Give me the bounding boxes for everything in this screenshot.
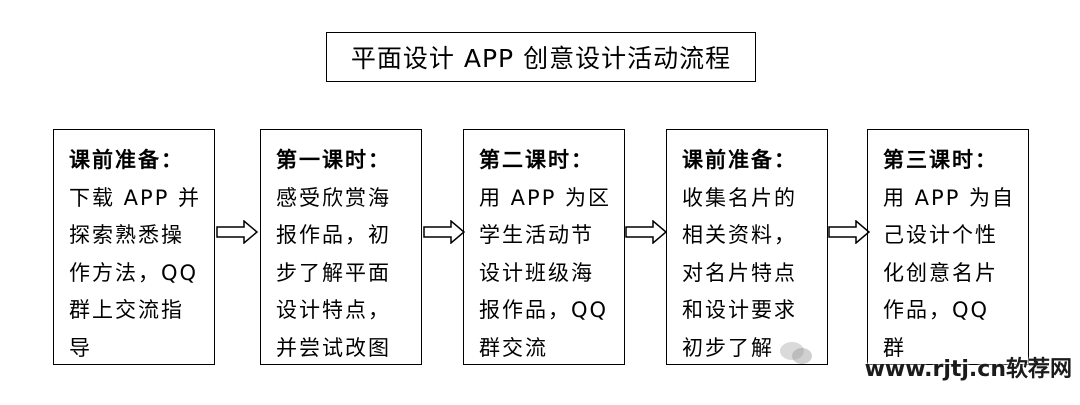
arrow-1-icon (216, 220, 258, 244)
step-2-body: 感受欣赏海 报作品，初 步了解平面 设计特点， 并尝试改图 (276, 185, 391, 360)
arrow-4-icon (828, 220, 870, 244)
step-4-box: 课前准备： 收集名片的 相关资料， 对名片特点 和设计要求 初步了解 (666, 129, 828, 365)
step-5-heading: 第三课时： (883, 148, 998, 172)
arrow-3-icon (625, 220, 667, 244)
step-5-box: 第三课时： 用 APP 为自 己设计个性 化创意名片 作品，QQ 群 交流 (867, 129, 1029, 365)
step-3-heading: 第二课时： (479, 148, 594, 172)
step-2-heading: 第一课时： (276, 148, 391, 172)
step-1-box: 课前准备： 下载 APP 并 探索熟悉操 作方法，QQ 群上交流指 导 (53, 129, 215, 365)
watermark-text: www.rjtj.cn软荐网 (864, 357, 1072, 382)
arrow-2-icon (423, 220, 465, 244)
step-2-box: 第一课时： 感受欣赏海 报作品，初 步了解平面 设计特点， 并尝试改图 (260, 129, 422, 365)
wechat-icon (780, 342, 812, 364)
step-4-heading: 课前准备： (682, 148, 797, 172)
step-1-body: 下载 APP 并 探索熟悉操 作方法，QQ 群上交流指 导 (69, 185, 202, 360)
diagram-title: 平面设计 APP 创意设计活动流程 (326, 32, 756, 82)
step-3-box: 第二课时： 用 APP 为区 学生活动节 设计班级海 报作品，QQ 群交流 (463, 129, 625, 365)
step-4-body: 收集名片的 相关资料， 对名片特点 和设计要求 初步了解 (682, 185, 797, 360)
step-5-body: 用 APP 为自 己设计个性 化创意名片 作品，QQ 群 交流 (883, 185, 1016, 360)
step-1-heading: 课前准备： (69, 148, 184, 172)
step-3-body: 用 APP 为区 学生活动节 设计班级海 报作品，QQ 群交流 (479, 185, 612, 360)
